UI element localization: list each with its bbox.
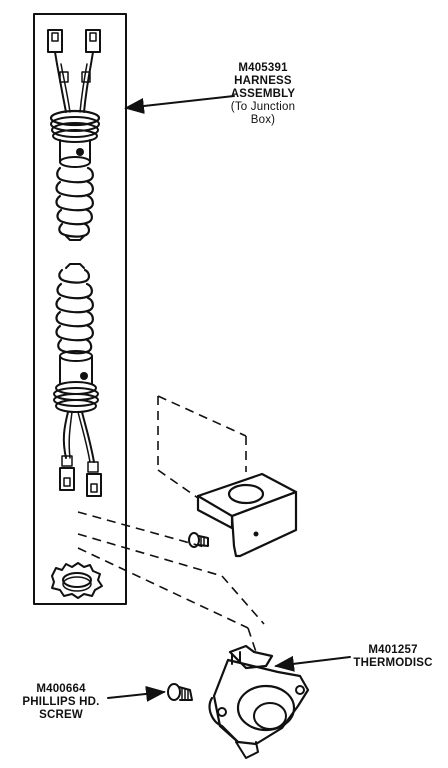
harness-part-number: M405391	[238, 62, 288, 74]
screw-name-line1: PHILLIPS HD.	[22, 696, 100, 708]
harness-note-line1: (To Junction	[230, 101, 296, 113]
mounting-bracket	[196, 472, 298, 558]
thermodisc-part	[208, 644, 310, 759]
lower-terminal-left	[59, 467, 75, 491]
harness-name-line1: HARNESS	[234, 75, 292, 87]
screw-name-line2: SCREW	[39, 709, 83, 721]
thermodisc-label: M401257 THERMODISC	[348, 644, 438, 670]
upper-terminal-right	[85, 29, 101, 65]
screw-leader-arrow	[107, 685, 166, 702]
screw-label: M400664 PHILLIPS HD. SCREW	[14, 683, 108, 722]
harness-upper-section	[47, 29, 101, 241]
lower-grommet	[53, 381, 99, 413]
upper-spring-coil	[55, 166, 94, 241]
lower-connector-sleeve	[59, 350, 93, 385]
lower-terminal-right	[86, 473, 102, 497]
phillips-screw	[167, 683, 193, 701]
upper-lead-wires	[56, 63, 92, 113]
screw-part-number: M400664	[36, 683, 86, 695]
harness-leader-arrow	[124, 95, 235, 114]
lock-nut	[51, 562, 103, 599]
lower-lead-wires	[61, 411, 99, 473]
upper-terminal-left	[47, 29, 63, 65]
thermodisc-leader-arrow	[274, 655, 351, 672]
upper-connector-sleeve	[59, 139, 91, 168]
bracket-screw	[188, 532, 209, 548]
harness-kit-frame	[33, 13, 127, 605]
assembly-guide-lines	[77, 395, 265, 653]
lower-spring-coil	[55, 263, 94, 355]
harness-assembly-label: M405391 HARNESS ASSEMBLY (To Junction Bo…	[222, 62, 304, 127]
harness-note-line2: Box)	[250, 114, 276, 126]
thermodisc-part-number: M401257	[368, 644, 418, 656]
harness-name-line2: ASSEMBLY	[230, 88, 296, 100]
thermodisc-name: THERMODISC	[353, 657, 433, 669]
harness-lower-section	[53, 263, 102, 497]
upper-grommet	[49, 109, 101, 143]
